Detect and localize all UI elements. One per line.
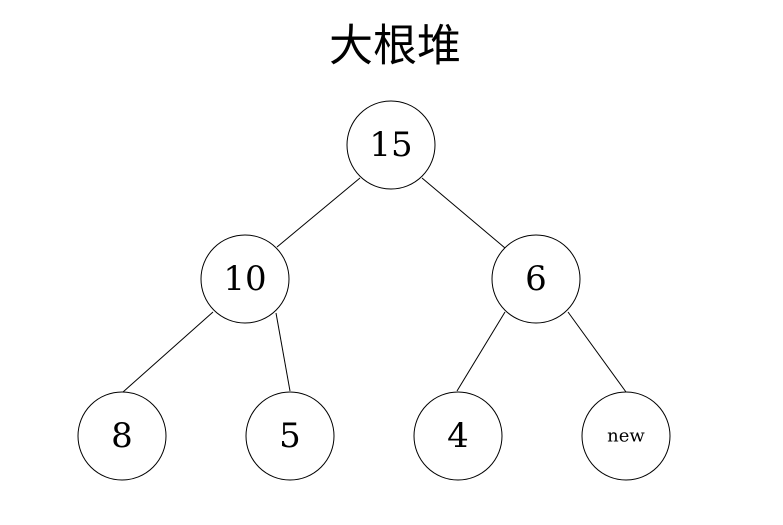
- node-6: 6: [491, 234, 581, 324]
- node-circle: [491, 234, 581, 324]
- nodes-group: 15 10 6 8 5 4 new: [77, 100, 671, 481]
- edge-10-5: [275, 312, 291, 392]
- edge-6-4: [456, 311, 506, 392]
- node-15: 15: [346, 100, 436, 190]
- node-label: 10: [223, 259, 266, 299]
- node-label: new: [607, 426, 645, 447]
- diagram-title: 大根堆: [329, 21, 461, 72]
- edge-10-8: [122, 311, 214, 393]
- node-new: new: [581, 391, 671, 481]
- node-5: 5: [245, 391, 335, 481]
- edge-15-10: [276, 177, 361, 248]
- node-circle: [77, 391, 167, 481]
- node-label: 8: [111, 416, 133, 456]
- node-8: 8: [77, 391, 167, 481]
- node-circle: [200, 234, 290, 324]
- edges-group: [122, 177, 627, 393]
- node-10: 10: [200, 234, 290, 324]
- node-label: 4: [447, 416, 469, 456]
- node-circle: [346, 100, 436, 190]
- node-circle: [581, 391, 671, 481]
- node-label: 15: [369, 125, 412, 165]
- node-label: 5: [279, 416, 301, 456]
- node-circle: [245, 391, 335, 481]
- edge-6-new: [567, 311, 627, 393]
- edge-15-6: [421, 177, 506, 249]
- node-circle: [413, 391, 503, 481]
- node-label: 6: [525, 259, 547, 299]
- node-4: 4: [413, 391, 503, 481]
